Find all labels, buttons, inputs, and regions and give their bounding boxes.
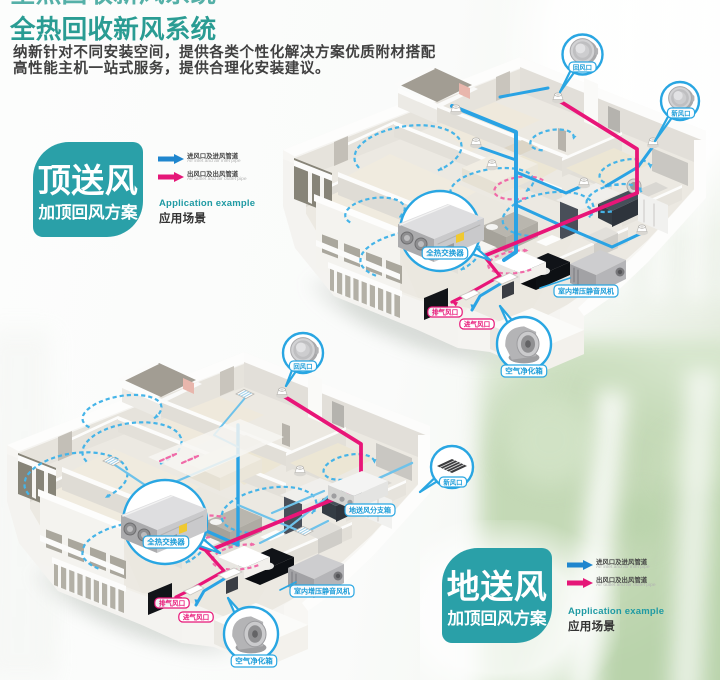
svg-text:新风口: 新风口 <box>671 108 690 117</box>
svg-text:新风口: 新风口 <box>443 477 462 486</box>
svg-text:全热交换器: 全热交换器 <box>425 248 464 258</box>
svg-text:排气风口: 排气风口 <box>159 598 185 607</box>
svg-text:进气风口: 进气风口 <box>464 319 490 328</box>
svg-text:回风口: 回风口 <box>573 62 592 71</box>
svg-text:进气风口: 进气风口 <box>183 612 209 621</box>
svg-text:回风口: 回风口 <box>293 361 312 370</box>
svg-text:室内增压静音风机: 室内增压静音风机 <box>558 287 614 296</box>
svg-text:室内增压静音风机: 室内增压静音风机 <box>294 587 350 596</box>
svg-text:空气净化箱: 空气净化箱 <box>505 366 543 376</box>
svg-text:排气风口: 排气风口 <box>432 307 458 316</box>
svg-text:全热交换器: 全热交换器 <box>146 537 185 547</box>
svg-text:空气净化箱: 空气净化箱 <box>235 656 273 666</box>
svg-text:地送风分支箱: 地送风分支箱 <box>349 506 391 515</box>
